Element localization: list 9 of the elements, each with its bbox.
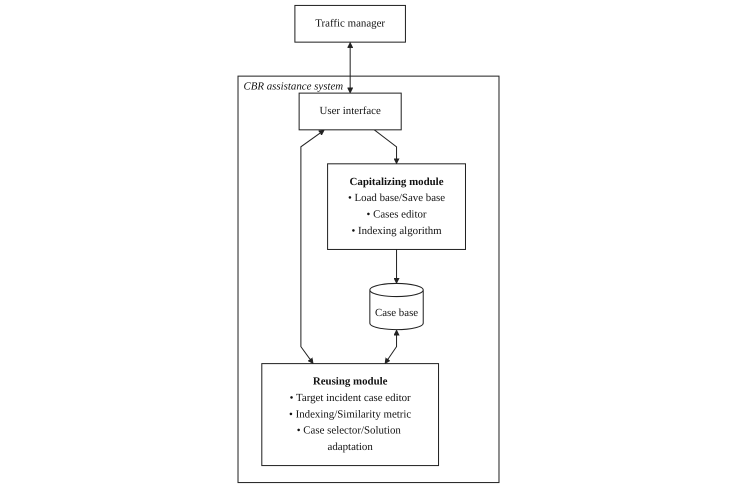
arrow: [374, 129, 400, 164]
arrow: [384, 330, 400, 364]
arrow: [300, 130, 325, 364]
node-box: Traffic manager: [294, 4, 406, 43]
arrow: [347, 42, 354, 94]
node-box: Reusing module • Target incident case editor • Indexing/Similarity metric • Case selector/Solution adaptation: [261, 363, 440, 466]
node-box: Capitalizing module • Load base/Save base • Cases editor • Indexing algorithm: [327, 163, 466, 250]
node-box: User interface: [298, 92, 402, 130]
arrow: [394, 249, 400, 284]
